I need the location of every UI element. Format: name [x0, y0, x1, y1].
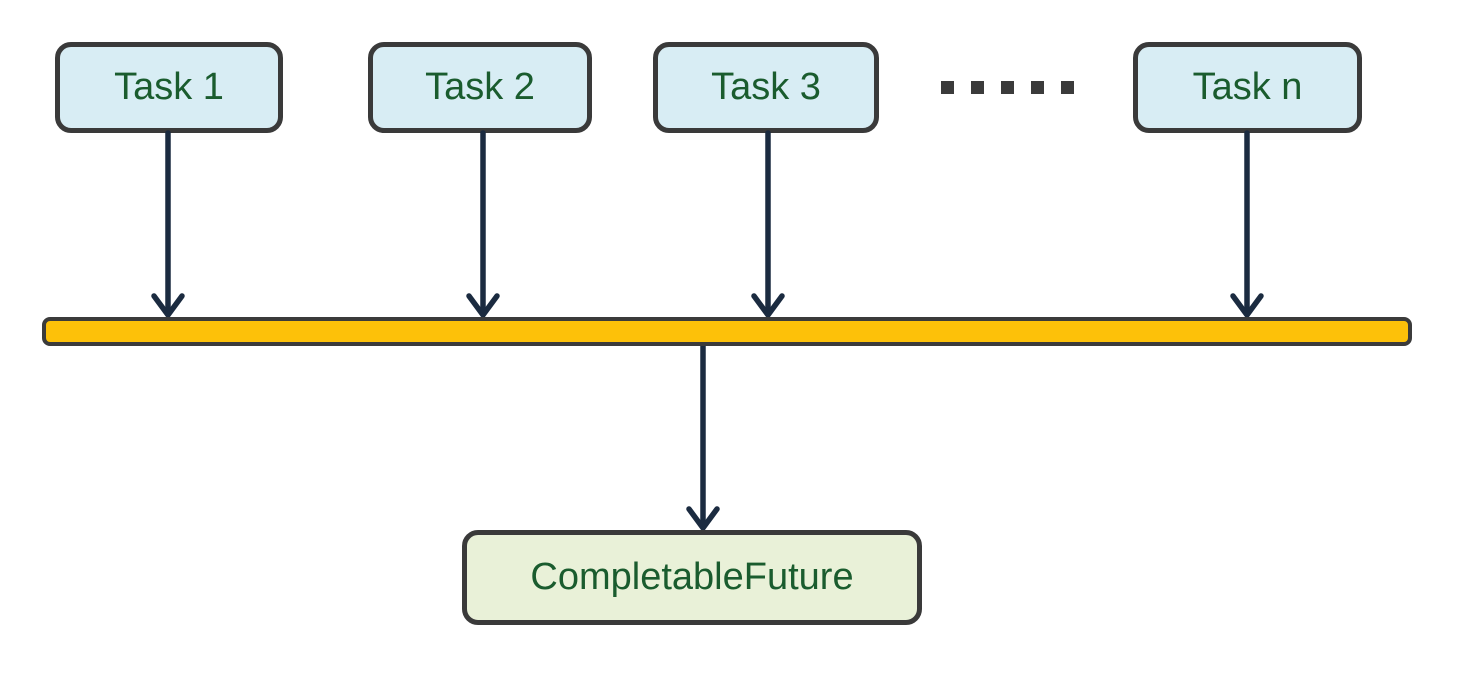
task-1-label: Task 1 [114, 66, 224, 108]
future-arrow [686, 343, 720, 531]
task-3-label: Task 3 [711, 66, 821, 108]
task-1-box: Task 1 [55, 42, 283, 133]
task-3-box: Task 3 [653, 42, 879, 133]
ellipsis-dots [941, 81, 1074, 94]
task-n-label: Task n [1192, 66, 1303, 108]
ellipsis-dot [941, 81, 954, 94]
completable-future-box: CompletableFuture [462, 530, 922, 625]
join-bar [42, 317, 1412, 346]
task-2-arrow [466, 130, 500, 318]
task-n-arrow [1230, 130, 1264, 318]
task-2-box: Task 2 [368, 42, 592, 133]
ellipsis-dot [1031, 81, 1044, 94]
ellipsis-dot [1001, 81, 1014, 94]
task-2-label: Task 2 [425, 66, 535, 108]
task-3-arrow [751, 130, 785, 318]
completable-future-label: CompletableFuture [530, 556, 854, 598]
ellipsis-dot [1061, 81, 1074, 94]
task-1-arrow [151, 130, 185, 318]
task-n-box: Task n [1133, 42, 1362, 133]
ellipsis-dot [971, 81, 984, 94]
